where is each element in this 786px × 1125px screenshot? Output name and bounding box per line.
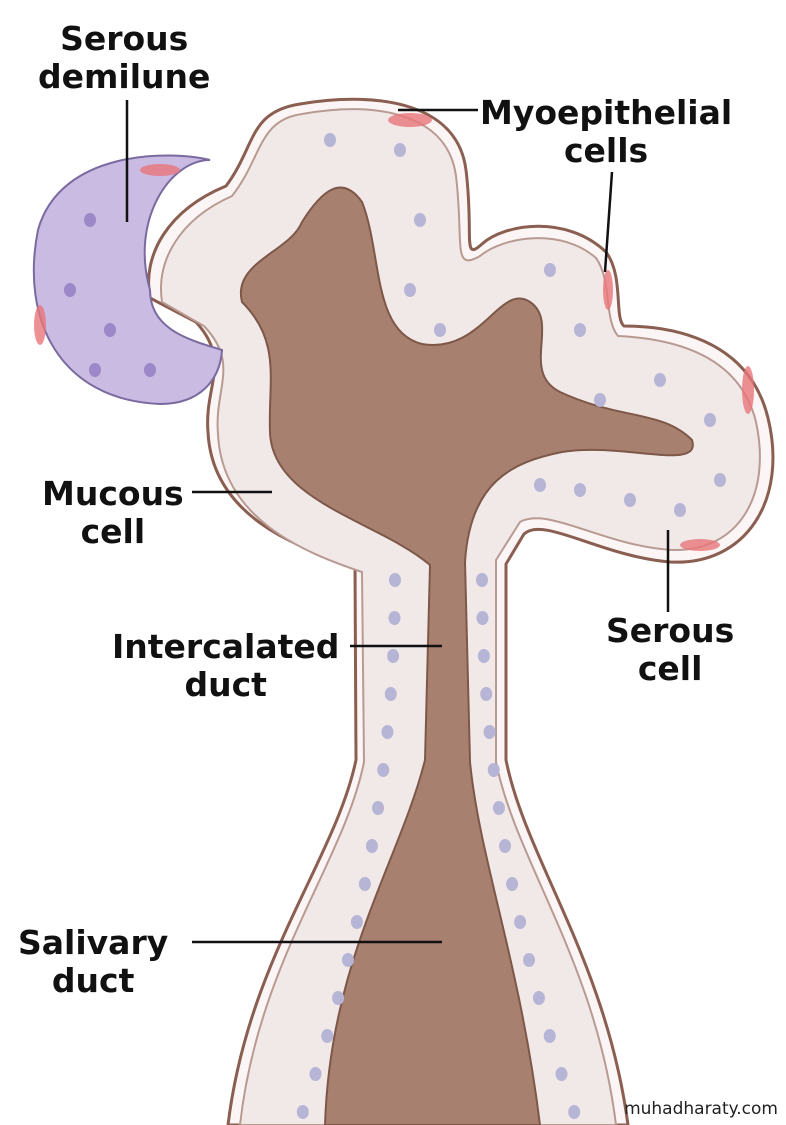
nucleus (104, 323, 116, 337)
nucleus (144, 363, 156, 377)
nucleus (84, 213, 96, 227)
nucleus (434, 323, 446, 337)
cell-nuclei (64, 133, 726, 1119)
nucleus (534, 478, 546, 492)
label-line: Mucous (42, 474, 184, 513)
nucleus (389, 573, 401, 587)
nucleus (394, 143, 406, 157)
label-intercalated-duct: Intercalated duct (112, 628, 339, 704)
label-serous-demilune: Serous demilune (38, 20, 210, 96)
label-line: cell (637, 649, 703, 688)
nucleus (321, 1029, 334, 1043)
nucleus (365, 839, 378, 853)
nucleus (477, 649, 490, 663)
label-line: Serous (606, 611, 735, 650)
nucleus (476, 611, 489, 625)
nucleus (532, 991, 545, 1005)
nucleus (523, 953, 536, 967)
nucleus (714, 473, 726, 487)
nucleus (574, 323, 586, 337)
nucleus (492, 801, 505, 815)
nucleus (568, 1105, 581, 1119)
label-line: Myoepithelial (480, 93, 733, 132)
nucleus (372, 801, 385, 815)
nucleus (341, 953, 354, 967)
lumen (239, 186, 694, 1125)
nucleus (483, 725, 496, 739)
leader-lines (125, 100, 670, 944)
nucleus (332, 991, 345, 1005)
nucleus (555, 1067, 568, 1081)
nucleus (506, 877, 519, 891)
nucleus (704, 413, 716, 427)
nucleus (404, 283, 416, 297)
nucleus (487, 763, 500, 777)
nucleus (377, 763, 390, 777)
watermark: muhadharaty.com (624, 1099, 778, 1119)
label-line: duct (51, 961, 135, 1000)
nucleus (358, 877, 371, 891)
label-mucous-cell: Mucous cell (42, 475, 184, 551)
label-serous-cell: Serous cell (606, 612, 734, 688)
nucleus (89, 363, 101, 377)
label-salivary-duct: Salivary duct (18, 924, 168, 1000)
label-myoepithelial-cells: Myoepithelial cells (480, 94, 732, 170)
nucleus (64, 283, 76, 297)
nucleus (350, 915, 363, 929)
nucleus (543, 1029, 556, 1043)
nucleus (381, 725, 394, 739)
serous-demilune (32, 154, 224, 406)
nucleus (654, 373, 666, 387)
nucleus (384, 687, 397, 701)
nucleus (674, 503, 686, 517)
nucleus (594, 393, 606, 407)
nucleus (574, 483, 586, 497)
nucleus (499, 839, 512, 853)
myoepithelial-cells (34, 113, 754, 551)
nucleus (480, 687, 493, 701)
label-line: demilune (38, 57, 211, 96)
label-line: cell (80, 512, 146, 551)
nucleus (309, 1067, 322, 1081)
nucleus (514, 915, 527, 929)
label-line: Salivary (18, 923, 169, 962)
label-line: Intercalated (112, 627, 340, 666)
nucleus (624, 493, 636, 507)
nucleus (296, 1105, 309, 1119)
label-line: cells (563, 131, 649, 170)
nucleus (324, 133, 336, 147)
label-line: duct (184, 665, 267, 704)
nucleus (414, 213, 426, 227)
nucleus (544, 263, 556, 277)
nucleus (388, 611, 401, 625)
label-line: Serous (60, 19, 189, 58)
nucleus (476, 573, 488, 587)
nucleus (387, 649, 400, 663)
